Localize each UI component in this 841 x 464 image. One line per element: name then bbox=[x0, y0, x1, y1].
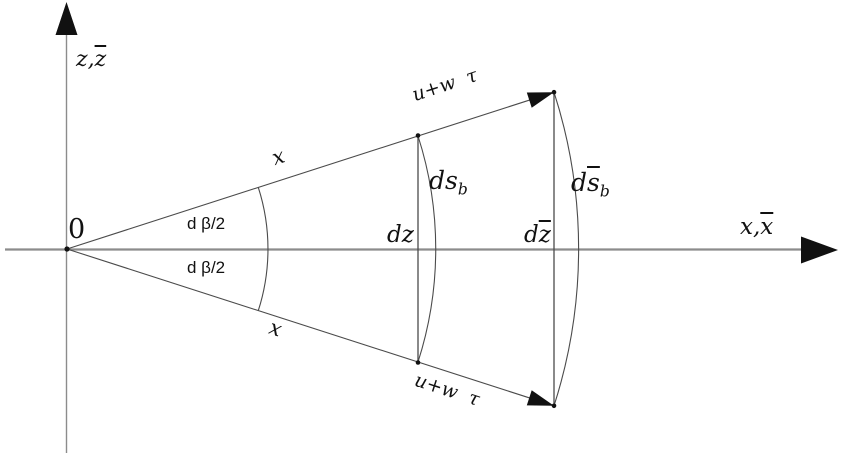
lower-ray-arrowhead-icon bbox=[526, 390, 554, 406]
lower-ray-line bbox=[66, 248, 555, 407]
tip-bottom-dot bbox=[551, 403, 557, 409]
upper-ray-line bbox=[66, 91, 555, 250]
upper-ray-arrowhead-icon bbox=[526, 92, 554, 108]
ds-bar-label: dsb bbox=[571, 168, 610, 201]
ds-arc bbox=[417, 135, 437, 363]
dz-label: dz bbox=[387, 222, 414, 248]
x-axis-label: x,x bbox=[740, 214, 774, 240]
angle-upper-label: d β/2 bbox=[187, 214, 226, 233]
angle-lower-label: d β/2 bbox=[187, 258, 226, 277]
dz-top-dot bbox=[415, 133, 421, 138]
ds-label: dsb bbox=[429, 166, 468, 199]
z-axis-label: z,z bbox=[76, 47, 107, 72]
x-axis-arrowhead-icon bbox=[801, 236, 838, 264]
tip-top-dot bbox=[551, 89, 557, 95]
dz-bottom-dot bbox=[415, 360, 421, 365]
origin-dot bbox=[64, 246, 70, 252]
z-axis-arrowhead-icon bbox=[55, 2, 78, 35]
ds-bar-arc bbox=[553, 92, 580, 406]
dbeta-angle-arc bbox=[257, 187, 269, 311]
dz-bar-label: dz bbox=[524, 222, 551, 248]
origin-label: 0 bbox=[68, 214, 86, 245]
